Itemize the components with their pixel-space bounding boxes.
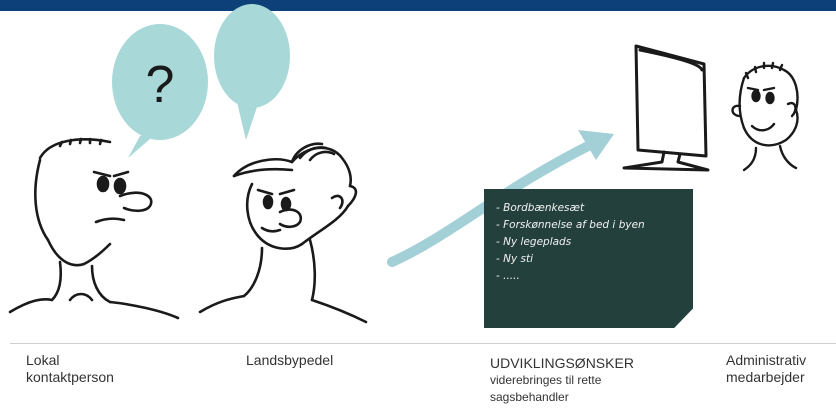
confused-man-icon xyxy=(8,137,180,320)
list-item: - Ny sti xyxy=(496,253,534,265)
list-item: - Forskønnelse af bed i byen xyxy=(496,219,645,231)
caption-admin-staff: Administrativ medarbejder xyxy=(726,352,807,385)
caption-development-wishes: UDVIKLINGSØNSKER viderebringes til rette… xyxy=(490,355,634,404)
question-bubble: ? xyxy=(112,24,208,158)
header-bar xyxy=(0,0,836,11)
list-item: - ..... xyxy=(496,270,520,282)
list-item: - Bordbænkesæt xyxy=(496,202,585,214)
cap-man-icon xyxy=(198,142,368,324)
list-item: - Ny legeplads xyxy=(496,236,572,248)
caption-local-contact: Lokal kontaktperson xyxy=(26,352,114,385)
wishes-list: - Bordbænkesæt - Forskønnelse af bed i b… xyxy=(496,200,645,285)
question-mark: ? xyxy=(146,56,175,114)
empty-bubble xyxy=(214,4,290,140)
smiling-man-icon xyxy=(731,61,799,172)
caption-village-rep: Landsbypedel xyxy=(246,352,334,368)
curved-arrow-icon xyxy=(387,130,614,267)
wishes-note xyxy=(484,189,693,328)
caption-divider xyxy=(10,343,836,344)
computer-monitor-icon xyxy=(622,44,710,172)
